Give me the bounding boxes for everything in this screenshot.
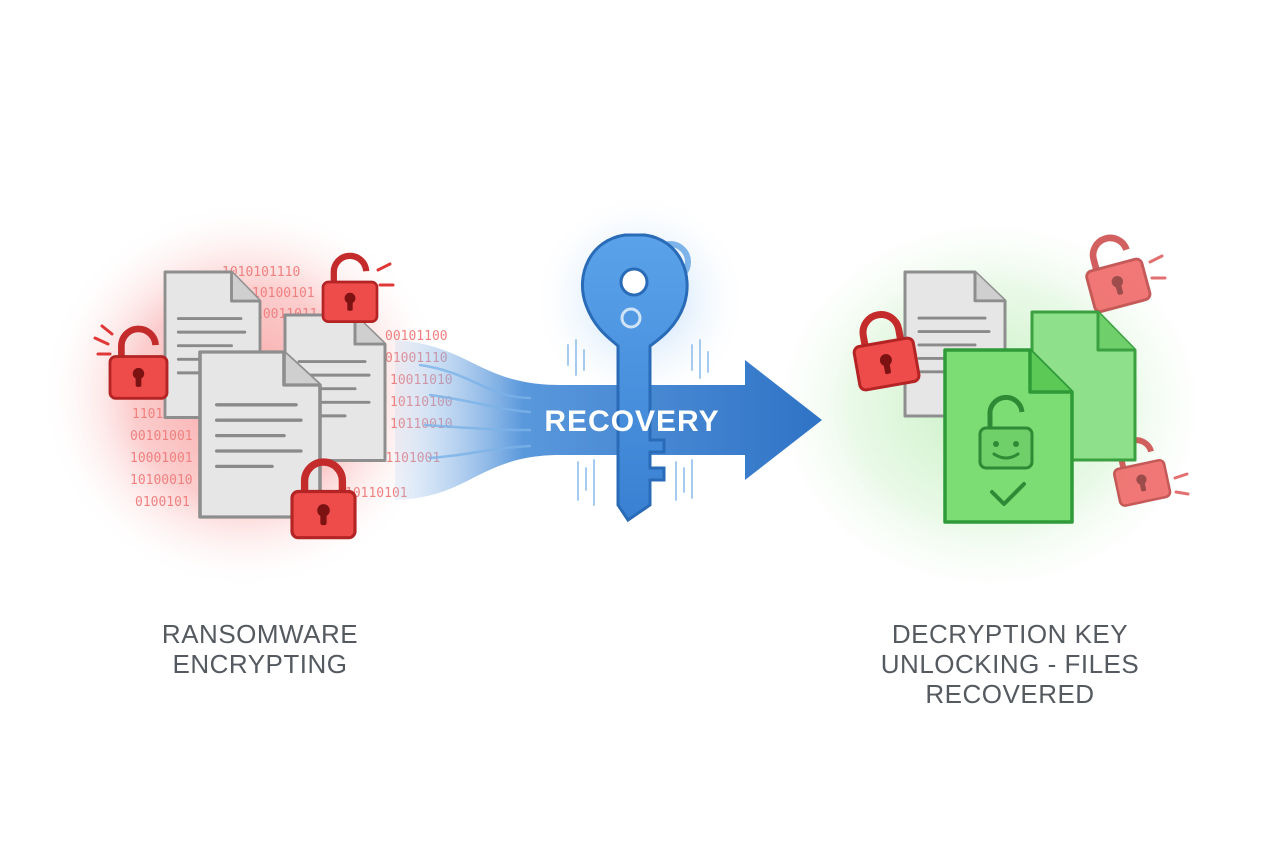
binary-line: 00101100: [385, 329, 448, 344]
checkmark-icon: [990, 482, 1026, 506]
caption-line: DECRYPTION KEY: [891, 619, 1129, 649]
arrow-icon: [395, 340, 822, 500]
binary-line: 00101001: [130, 429, 193, 444]
caption-line: RECOVERED: [925, 679, 1095, 709]
right-caption: DECRYPTION KEY UNLOCKING - FILES RECOVER…: [820, 619, 1200, 709]
caption-line: UNLOCKING - FILES: [880, 649, 1140, 679]
binary-line: 10110101: [345, 486, 408, 501]
key-icon: [567, 233, 709, 523]
smiley-padlock-icon: [978, 395, 1034, 470]
binary-line: 10100010: [130, 473, 193, 488]
caption-line: ENCRYPTING: [172, 649, 348, 679]
left-caption: RANSOMWARE ENCRYPTING: [110, 619, 410, 679]
sparkle-lines: [93, 262, 395, 356]
arrow-label: RECOVERY: [544, 405, 719, 438]
binary-line: 10001001: [130, 451, 193, 466]
binary-line: 10100101: [252, 286, 315, 301]
binary-line: 0100101: [135, 495, 190, 510]
binary-line: 1010101110: [222, 265, 300, 280]
caption-line: RANSOMWARE: [161, 619, 359, 649]
sparkle-lines: [1148, 254, 1190, 496]
